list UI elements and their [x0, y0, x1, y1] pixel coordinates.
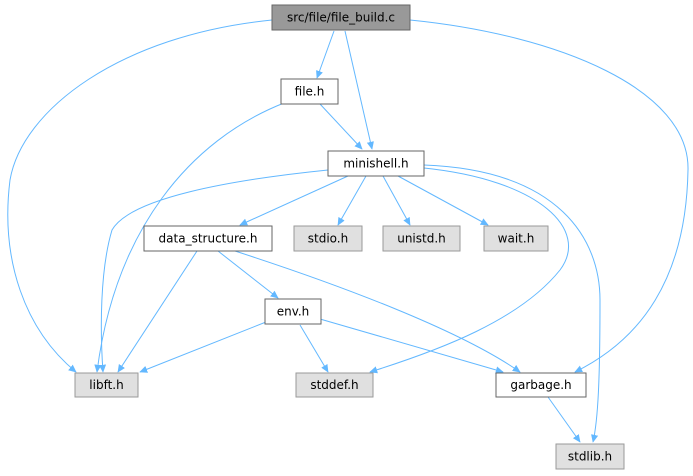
edge-root-to-minishell — [344, 30, 374, 150]
node-stdio-h[interactable]: stdio.h — [293, 225, 363, 252]
node-libft-h[interactable]: libft.h — [74, 372, 139, 398]
node-label: data_structure.h — [159, 232, 258, 246]
node-stddef-h[interactable]: stddef.h — [295, 372, 374, 398]
edge-minishell-to-libft — [98, 169, 329, 373]
node-stdlib-h[interactable]: stdlib.h — [555, 443, 625, 470]
edge-data-structure-to-env — [217, 250, 279, 299]
node-src-file-file-build-c[interactable]: src/file/file_build.c — [271, 4, 411, 31]
edge-root-to-garbage — [409, 19, 689, 373]
node-unistd-h[interactable]: unistd.h — [382, 225, 461, 252]
edges — [7, 19, 689, 443]
edge-minishell-to-stdio — [337, 175, 367, 226]
node-label: wait.h — [498, 232, 535, 246]
node-label: stddef.h — [310, 378, 358, 392]
edge-file-to-libft — [94, 102, 285, 373]
edge-file-to-minishell — [319, 103, 363, 150]
edge-data-structure-to-libft — [117, 250, 198, 373]
node-label: env.h — [277, 305, 310, 319]
edge-minishell-to-wait — [397, 175, 489, 226]
node-label: garbage.h — [510, 378, 571, 392]
node-minishell-h[interactable]: minishell.h — [327, 150, 425, 177]
node-wait-h[interactable]: wait.h — [483, 225, 549, 252]
node-label: minishell.h — [343, 157, 408, 171]
node-label: libft.h — [89, 378, 123, 392]
edge-env-to-stddef — [299, 324, 329, 373]
edge-root-to-file — [316, 30, 335, 79]
edge-minishell-to-unistd — [382, 175, 411, 226]
node-env-h[interactable]: env.h — [264, 298, 322, 325]
edge-minishell-to-stddef — [369, 167, 570, 374]
edge-minishell-to-data-structure — [239, 175, 349, 226]
edge-root-to-libft — [7, 19, 273, 373]
node-label: stdlib.h — [568, 450, 612, 464]
edge-env-to-libft — [139, 321, 267, 373]
node-label: src/file/file_build.c — [287, 11, 395, 25]
node-garbage-h[interactable]: garbage.h — [495, 372, 587, 398]
node-data-structure-h[interactable]: data_structure.h — [143, 225, 273, 252]
edge-env-to-garbage — [319, 318, 504, 374]
node-label: file.h — [295, 85, 325, 99]
edge-data-structure-to-garbage — [234, 250, 521, 373]
edge-garbage-to-stdlib — [547, 396, 581, 443]
node-label: unistd.h — [397, 232, 446, 246]
node-label: stdio.h — [308, 232, 348, 246]
nodes: src/file/file_build.c file.h minishell.h… — [74, 4, 625, 470]
node-file-h[interactable]: file.h — [280, 78, 339, 105]
edge-minishell-to-stdlib — [423, 164, 601, 443]
